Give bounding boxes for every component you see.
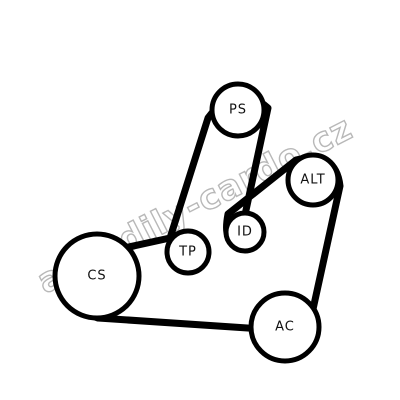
pulley-alt-label: ALT [300,173,325,188]
pulley-alt-circle [285,152,341,208]
pulley-cs-label: CS [87,269,106,284]
pulley-cs-circle [52,231,142,321]
pulley-ps-circle [209,81,267,139]
pulley-tp: TP [164,228,212,276]
pulley-ps-label: PS [229,103,247,118]
pulley-ac-label: AC [275,320,295,335]
pulley-id-label: ID [237,225,253,240]
pulley-id-circle [223,210,267,254]
pulley-ac-circle [248,290,322,364]
pulley-tp-circle [164,228,212,276]
pulley-cs: CS [52,231,142,321]
pulley-ps: PS [209,81,267,139]
pulley-id: ID [223,210,267,254]
pulley-tp-label: TP [178,245,197,260]
pulley-ac: AC [248,290,322,364]
pulley-alt: ALT [285,152,341,208]
